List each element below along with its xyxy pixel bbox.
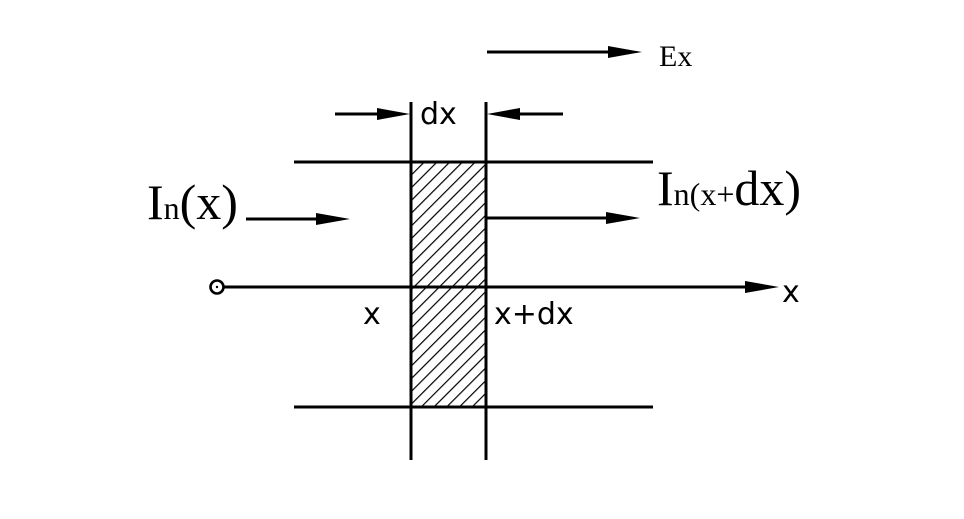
x-axis-arrowhead [745, 281, 779, 293]
field-label: Ex [659, 40, 692, 73]
field-arrowhead [608, 46, 642, 58]
dx-label: dx [420, 97, 457, 132]
origin-marker [209, 279, 225, 295]
hatched-slice [411, 162, 486, 407]
dx-left-arrowhead [377, 108, 410, 120]
current-out-close-paren: ) [784, 160, 801, 216]
origin-dot [215, 285, 219, 289]
current-in-arrowhead [316, 213, 350, 225]
dx-right-arrowhead [487, 108, 520, 120]
current-out-label: In(x+dx) [657, 160, 801, 216]
current-out-dx: dx [734, 160, 784, 216]
current-in-symbol: I [147, 174, 164, 230]
position-x-label: x [363, 297, 381, 332]
position-x-plus-dx-label: x+dx [494, 297, 574, 332]
current-out-subscript: n(x+ [674, 176, 735, 212]
current-out-symbol: I [657, 160, 674, 216]
axis-label: x [782, 275, 800, 310]
current-out-arrowhead [606, 212, 640, 224]
current-in-argument: (x) [180, 174, 238, 230]
current-in-label: In(x) [147, 174, 238, 230]
current-in-subscript: n [164, 190, 180, 226]
